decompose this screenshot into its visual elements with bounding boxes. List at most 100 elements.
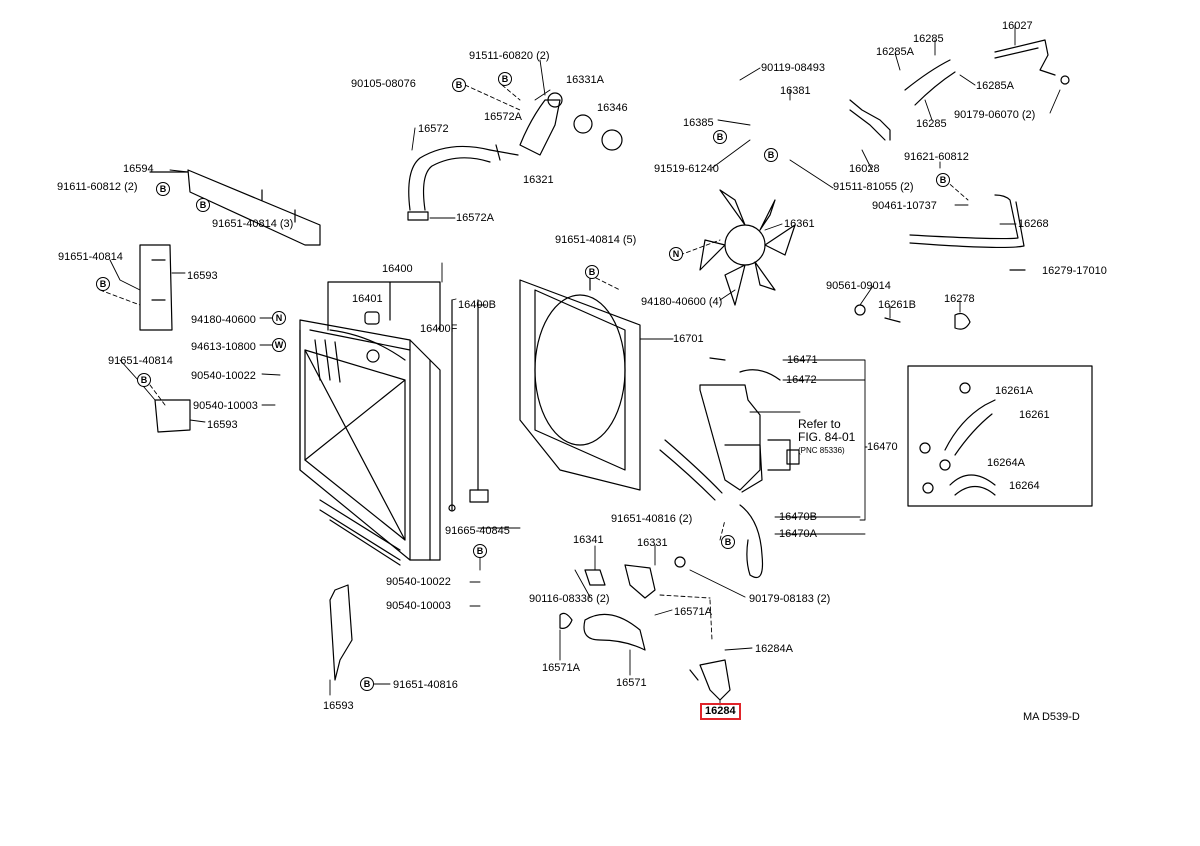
part-label-p91651-40816[interactable]: 91651-40816 — [393, 679, 458, 691]
part-label-p16264A[interactable]: 16264A — [987, 457, 1025, 469]
part-label-p16400[interactable]: 16400 — [382, 263, 413, 275]
part-label-p16361[interactable]: 16361 — [784, 218, 815, 230]
marker-n-10: N — [272, 311, 286, 325]
part-label-p16400B[interactable]: 16400B — [458, 299, 496, 311]
part-label-p91651-40814-L[interactable]: 91651-40814 — [58, 251, 123, 263]
marker-b-4: B — [156, 182, 170, 196]
marker-b-7: B — [585, 265, 599, 279]
part-label-p94180-4[interactable]: 94180-40600 (4) — [641, 296, 723, 308]
part-label-p16285A-2[interactable]: 16285A — [976, 80, 1014, 92]
marker-b-0: B — [452, 78, 466, 92]
part-label-p16572A-b[interactable]: 16572A — [456, 212, 494, 224]
part-label-p16278[interactable]: 16278 — [944, 293, 975, 305]
part-label-p91651-40816-2[interactable]: 91651-40816 (2) — [611, 513, 693, 525]
part-label-p16701[interactable]: 16701 — [673, 333, 704, 345]
part-label-p16264[interactable]: 16264 — [1009, 480, 1040, 492]
part-label-p90540-10003-1[interactable]: 90540-10003 — [193, 400, 258, 412]
part-label-p16331A[interactable]: 16331A — [566, 74, 604, 86]
marker-b-13: B — [473, 544, 487, 558]
part-label-p90179-08183[interactable]: 90179-08183 (2) — [749, 593, 831, 605]
side-bracket-16593 — [139, 244, 353, 681]
part-label-p16261A[interactable]: 16261A — [995, 385, 1033, 397]
reserve-tank-16470 — [659, 357, 800, 579]
part-label-p16285-top[interactable]: 16285 — [913, 33, 944, 45]
upper-bracket-16594 — [149, 169, 321, 246]
marker-b-2: B — [713, 130, 727, 144]
fan-shroud-16701 — [519, 269, 641, 491]
marker-b-14: B — [721, 535, 735, 549]
part-label-p16593-2[interactable]: 16593 — [207, 419, 238, 431]
part-label-p16331[interactable]: 16331 — [637, 537, 668, 549]
part-label-p16027[interactable]: 16027 — [1002, 20, 1033, 32]
part-label-p91665[interactable]: 91665-40845 — [445, 525, 510, 537]
highlighted-part-number[interactable]: 16284 — [700, 703, 741, 720]
part-label-p16381[interactable]: 16381 — [780, 85, 811, 97]
part-label-p16471[interactable]: 16471 — [787, 354, 818, 366]
part-label-p90540-10022-2[interactable]: 90540-10022 — [386, 576, 451, 588]
part-label-p16028[interactable]: 16028 — [849, 163, 880, 175]
part-label-p90119[interactable]: 90119-08493 — [761, 62, 826, 74]
part-label-p94613[interactable]: 94613-10800 — [191, 341, 256, 353]
part-label-p90561[interactable]: 90561-09014 — [826, 280, 891, 292]
part-label-p16279[interactable]: 16279-17010 — [1042, 265, 1107, 277]
dashed-lines — [99, 84, 969, 641]
part-label-p16400F[interactable]: 16400F — [420, 323, 458, 335]
part-label-p16346[interactable]: 16346 — [597, 102, 628, 114]
part-label-p16385[interactable]: 16385 — [683, 117, 714, 129]
refer-line-2: FIG. 84-01 — [798, 430, 856, 444]
heater-pipe-16268 — [849, 39, 1070, 330]
marker-n-8: N — [669, 247, 683, 261]
part-label-p90540-10022-1[interactable]: 90540-10022 — [191, 370, 256, 382]
water-outlet-16321 — [489, 92, 623, 161]
marker-b-3: B — [764, 148, 778, 162]
part-label-figcode[interactable]: MA D539-D — [1023, 711, 1080, 723]
refer-note: Refer to FIG. 84-01 (PNC 85336) — [798, 418, 855, 457]
part-label-p91621[interactable]: 91621-60812 — [904, 151, 969, 163]
part-label-p91651-40814-5[interactable]: 91651-40814 (5) — [555, 234, 637, 246]
part-label-p90540-10003-2[interactable]: 90540-10003 — [386, 600, 451, 612]
upper-hose-16572 — [407, 145, 491, 221]
part-label-p16261[interactable]: 16261 — [1019, 409, 1050, 421]
refer-line-1: Refer to — [798, 417, 841, 431]
part-label-p16284A[interactable]: 16284A — [755, 643, 793, 655]
marker-b-15: B — [360, 677, 374, 691]
part-label-p16472[interactable]: 16472 — [786, 374, 817, 386]
part-label-p16285-b[interactable]: 16285 — [916, 118, 947, 130]
part-label-p90116[interactable]: 90116-08336 (2) — [529, 593, 610, 605]
part-label-p94180-40600[interactable]: 94180-40600 — [191, 314, 256, 326]
part-label-p16571A-1[interactable]: 16571A — [674, 606, 712, 618]
radiator-16400 — [299, 281, 489, 566]
part-label-p16341[interactable]: 16341 — [573, 534, 604, 546]
part-label-p91511-60820[interactable]: 91511-60820 (2) — [469, 50, 550, 62]
marker-b-1: B — [498, 72, 512, 86]
part-label-p16593-3[interactable]: 16593 — [323, 700, 354, 712]
part-label-p91611[interactable]: 91611-60812 (2) — [57, 181, 138, 193]
part-label-p91651-40814-3[interactable]: 91651-40814 (3) — [212, 218, 294, 230]
part-label-p16470A[interactable]: 16470A — [779, 528, 817, 540]
part-label-p16470B[interactable]: 16470B — [779, 511, 817, 523]
part-label-p91511-81055[interactable]: 91511-81055 (2) — [833, 181, 914, 193]
part-label-p16571A-2[interactable]: 16571A — [542, 662, 580, 674]
part-label-p16594[interactable]: 16594 — [123, 163, 154, 175]
marker-b-6: B — [936, 173, 950, 187]
part-label-p16261B[interactable]: 16261B — [878, 299, 916, 311]
part-label-p16572[interactable]: 16572 — [418, 123, 449, 135]
part-label-p16571[interactable]: 16571 — [616, 677, 647, 689]
part-label-p16321[interactable]: 16321 — [523, 174, 554, 186]
part-label-p90105[interactable]: 90105-08076 — [351, 78, 416, 90]
part-label-p16285A-1[interactable]: 16285A — [876, 46, 914, 58]
refer-line-3: (PNC 85336) — [798, 446, 845, 455]
part-label-p91651-40814-L2[interactable]: 91651-40814 — [108, 355, 173, 367]
hose-box — [907, 365, 1093, 507]
part-label-p16593-1[interactable]: 16593 — [187, 270, 218, 282]
part-label-p16401[interactable]: 16401 — [352, 293, 383, 305]
part-label-p90179-06070[interactable]: 90179-06070 (2) — [954, 109, 1036, 121]
marker-b-12: B — [137, 373, 151, 387]
part-label-p16470[interactable]: 16470 — [867, 441, 898, 453]
part-label-p16572A-top[interactable]: 16572A — [484, 111, 522, 123]
part-label-p91519[interactable]: 91519-61240 — [654, 163, 719, 175]
part-label-p16268[interactable]: 16268 — [1018, 218, 1049, 230]
part-label-p90461[interactable]: 90461-10737 — [872, 200, 937, 212]
marker-b-5: B — [196, 198, 210, 212]
